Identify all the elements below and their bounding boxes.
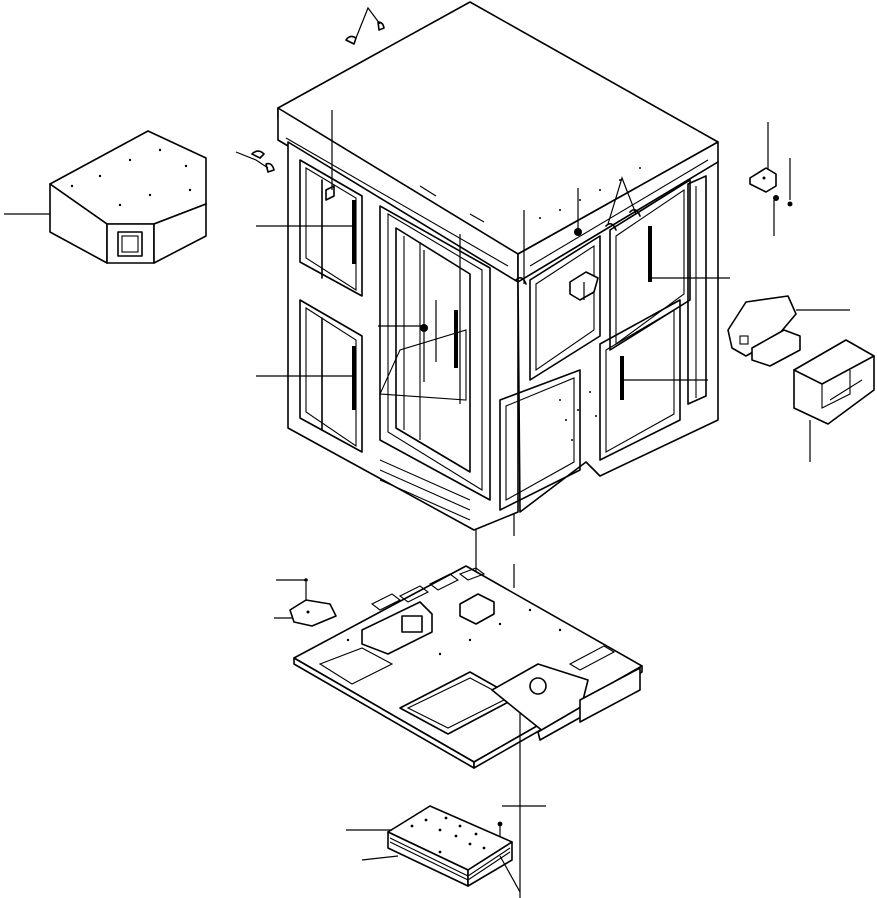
small-plate [274, 578, 337, 627]
pad-leader-lines [346, 712, 546, 898]
clip-pair-top [345, 6, 385, 45]
cover-box [49, 130, 207, 264]
small-bracket [749, 122, 793, 236]
bracket-box [793, 339, 875, 462]
floor-plate [293, 565, 643, 769]
floor-pad [387, 805, 513, 887]
cab-frame [277, 1, 719, 531]
clip-pair-left [235, 150, 275, 173]
guard-plate [727, 295, 850, 367]
